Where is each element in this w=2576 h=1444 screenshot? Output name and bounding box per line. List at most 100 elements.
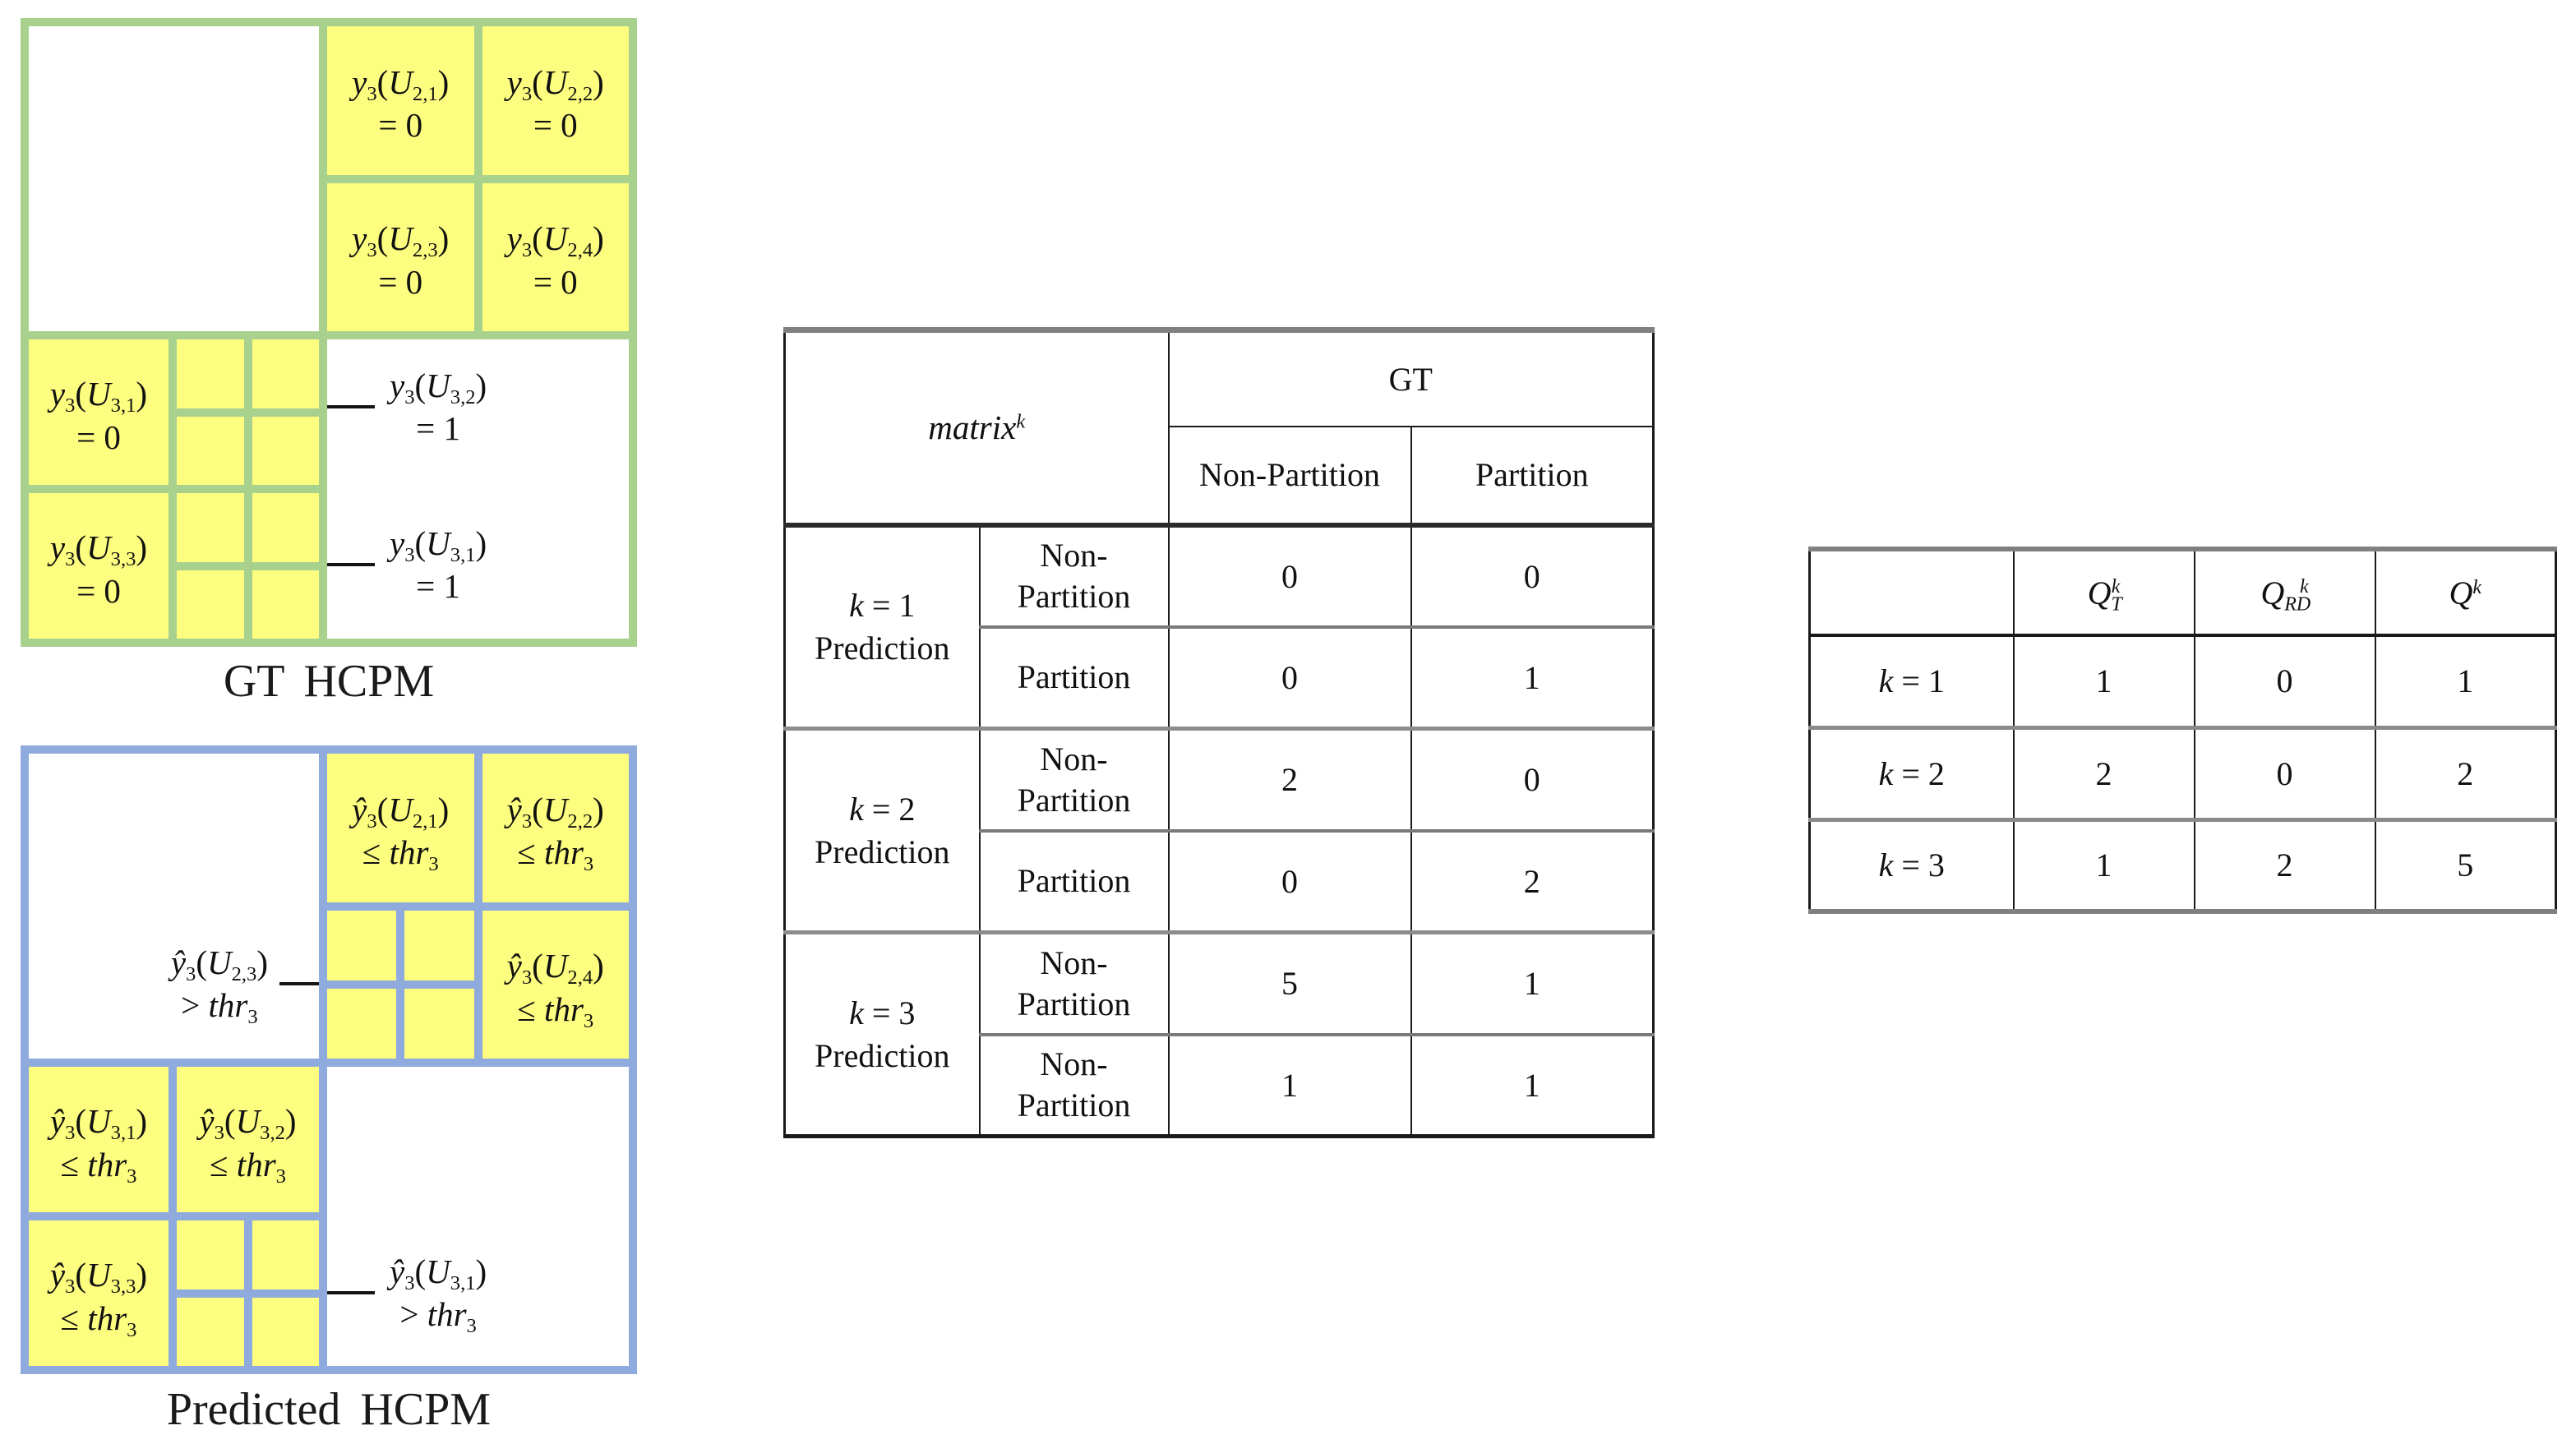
gt-cell-u31: y3(U3,1) = 0 [29, 339, 169, 485]
pred-callout-u31: ŷ3(U3,1) > thr3 [327, 1250, 487, 1336]
matrix-value: 0 [1410, 727, 1655, 832]
callout-value: = 1 [416, 567, 461, 606]
q-value: 2 [2374, 725, 2557, 820]
subcell [252, 416, 319, 485]
gt-quadrant-bottom-left: y3(U3,1) = 0 y3(U3,3) = 0 [29, 339, 319, 639]
q-value: 2 [2193, 817, 2376, 912]
pred-cell-u21: ŷ3(U2,1) ≤ thr3 [327, 754, 474, 902]
pred-cell-u33: ŷ3(U3,3) ≤ thr3 [29, 1220, 169, 1366]
pred-callout-u23: ŷ3(U2,3) > thr3 [171, 941, 319, 1027]
predicted-hcpm-diagram: ŷ3(U2,3) > thr3 ŷ3(U2,1) ≤ thr3 ŷ3(U2,2)… [21, 745, 637, 1374]
callout-value: = 1 [416, 409, 461, 448]
gt-cell-u22: y3(U2,2) = 0 [482, 26, 629, 175]
matrix-value: 1 [1410, 1032, 1655, 1137]
callout-label: y3(U3,2) = 1 [390, 364, 487, 450]
subcell [177, 493, 244, 562]
cell-label: ŷ3(U3,2) [199, 1102, 297, 1144]
subcell [252, 1220, 319, 1289]
cell-value: = 0 [378, 262, 423, 301]
prediction-label: Prediction [815, 629, 950, 667]
col-header-partition: Partition [1410, 425, 1655, 528]
subrow-label: Non- Partition [978, 1032, 1170, 1137]
subrow-label: Partition [978, 828, 1170, 934]
col-header-non-partition: Non-Partition [1167, 425, 1412, 528]
confusion-matrix-table: matrixk GT Non-Partition Partition k = 1… [783, 327, 1655, 1138]
callout-label: ŷ3(U3,1) > thr3 [390, 1250, 487, 1336]
cell-value: ≤ thr3 [517, 990, 594, 1032]
cell-label: y3(U2,2) [506, 62, 604, 105]
cell-label: y3(U2,1) [352, 62, 450, 105]
pred-horizontal-divider [29, 1059, 629, 1067]
subrow-label: Non- Partition [978, 727, 1170, 832]
header-qt: QTk [2012, 548, 2195, 637]
pred-minigrid-top [327, 910, 474, 1059]
callout-line [279, 982, 319, 986]
callout-label: y3(U3,1) = 1 [390, 522, 487, 608]
gt-hcpm-diagram: y3(U2,1) = 0 y3(U2,2) = 0 y3(U2,3) = 0 y… [21, 18, 637, 647]
callout-line [327, 405, 375, 409]
prediction-label: Prediction [815, 1036, 950, 1074]
pred-cell-u24: ŷ3(U2,4) ≤ thr3 [482, 910, 629, 1059]
cell-value: ≤ thr3 [362, 833, 439, 876]
pred-quadrant-top-left: ŷ3(U2,3) > thr3 [29, 754, 319, 1059]
gt-cell-u33: y3(U3,3) = 0 [29, 493, 169, 639]
callout-text: y3(U3,1) [390, 524, 487, 566]
cell-label: y3(U3,3) [49, 528, 148, 570]
matrix-value: 2 [1167, 727, 1412, 832]
subcell [177, 339, 244, 408]
gt-minigrid-top [177, 339, 319, 485]
callout-value: > thr3 [181, 986, 258, 1029]
subcell [327, 910, 397, 980]
pred-minigrid-bottom [177, 1220, 319, 1366]
cell-label: y3(U2,4) [506, 219, 604, 262]
cell-label: y3(U3,1) [49, 375, 148, 417]
cell-value: = 0 [76, 418, 121, 456]
k-equals-label: k = 2 [849, 790, 916, 828]
k-equals-label: k = 1 [849, 586, 916, 624]
subcell [252, 339, 319, 408]
subcell [177, 416, 244, 485]
k-equals-label: k = 3 [849, 994, 916, 1031]
gt-minigrid-bottom [177, 493, 319, 639]
q-metrics-table: QTk QRDk Qk k = 1 1 0 1 k = 2 2 0 2 k = … [1808, 547, 2557, 914]
pred-quadrant-top-right: ŷ3(U2,1) ≤ thr3 ŷ3(U2,2) ≤ thr3 ŷ3(U2,4)… [327, 754, 629, 1059]
cell-label: ŷ3(U3,1) [49, 1102, 148, 1144]
gt-cell-u21: y3(U2,1) = 0 [327, 26, 474, 175]
subcell [252, 570, 319, 639]
q-value: 0 [2193, 725, 2376, 820]
cell-label: ŷ3(U2,2) [506, 790, 604, 833]
matrix-value: 5 [1167, 930, 1412, 1036]
q-value: 5 [2374, 817, 2557, 912]
callout-line [327, 1291, 375, 1295]
callout-text: ŷ3(U2,3) [170, 943, 268, 985]
cell-value: ≤ thr3 [60, 1145, 137, 1188]
pred-cell-u31: ŷ3(U3,1) ≤ thr3 [29, 1067, 169, 1212]
q-value: 1 [2374, 634, 2557, 728]
cell-value: ≤ thr3 [210, 1145, 286, 1188]
cell-value: = 0 [378, 106, 423, 145]
q-value: 2 [2012, 725, 2195, 820]
matrix-value: 1 [1410, 625, 1655, 730]
pred-caption: Predicted HCPM [166, 1384, 492, 1435]
cell-label: ŷ3(U3,3) [49, 1256, 148, 1298]
subcell [177, 1297, 244, 1366]
subrow-label: Partition [978, 625, 1170, 730]
callout-value: > thr3 [399, 1295, 477, 1338]
row-header-k2: k = 2 [1808, 725, 2015, 820]
row-header-k2: k = 2 Prediction [783, 727, 981, 934]
subcell [252, 493, 319, 562]
header-qrd: QRDk [2193, 548, 2376, 637]
cell-value: = 0 [533, 106, 578, 145]
matrix-value: 1 [1410, 930, 1655, 1036]
subcell [177, 1220, 244, 1289]
row-header-k3: k = 3 [1808, 817, 2015, 912]
subcell [404, 910, 474, 980]
pred-quadrant-bottom-right: ŷ3(U3,1) > thr3 [327, 1067, 629, 1366]
matrix-k-corner-cell: matrixk [783, 329, 1170, 528]
gt-cell-u23: y3(U2,3) = 0 [327, 182, 474, 331]
callout-label: ŷ3(U2,3) > thr3 [171, 941, 268, 1027]
cell-value: = 0 [533, 262, 578, 301]
prediction-label: Prediction [815, 833, 950, 870]
gt-caption: GT HCPM [223, 656, 435, 707]
